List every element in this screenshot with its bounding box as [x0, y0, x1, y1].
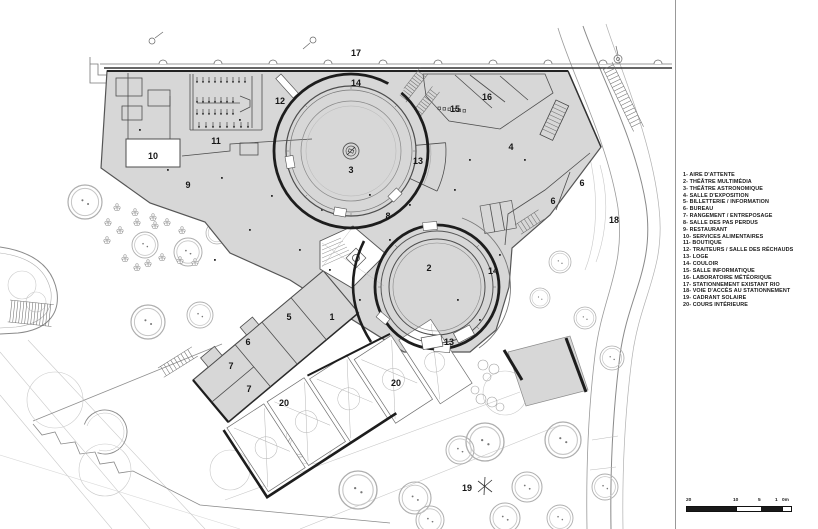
courtyards — [222, 318, 473, 499]
label-18: 18 — [609, 215, 619, 225]
stairs-garden — [157, 346, 198, 378]
scale-bar-graphic — [686, 506, 792, 512]
label-20-mid: 20 — [391, 378, 401, 388]
theatre-astronomique — [272, 72, 430, 230]
legend-item: 8- SALLE DES PAS PERDUS — [683, 219, 758, 226]
label-6-ne-upper: 6 — [579, 178, 584, 188]
theatre3-doors — [284, 155, 403, 218]
label-8: 8 — [385, 211, 390, 221]
label-7-upper: 7 — [228, 361, 233, 371]
building-footprint — [100, 70, 602, 423]
stairs-se — [514, 209, 545, 235]
legend-item: 14- COULOIR — [683, 260, 719, 267]
south-wing — [192, 269, 360, 423]
scale-label: 0m — [782, 498, 789, 503]
theatre-multimedia — [351, 217, 511, 354]
label-19: 19 — [462, 483, 472, 493]
ring-ticks2 — [378, 228, 496, 330]
loge-boxes — [420, 324, 476, 351]
label-10: 10 — [148, 151, 158, 161]
parking-edge — [89, 31, 672, 84]
legend-item: 15- SALLE INFORMATIQUE — [683, 267, 755, 274]
label-17: 17 — [351, 48, 361, 58]
stairs-road — [601, 61, 644, 132]
legend-item: 2- THÉÂTRE MULTIMÉDIA — [683, 178, 752, 185]
ramp — [502, 335, 589, 407]
computer-row — [437, 106, 466, 113]
label-13-upper: 13 — [413, 156, 423, 166]
scale-label: 10 — [733, 498, 739, 503]
site-landscape — [0, 23, 661, 529]
interior-walls — [127, 61, 644, 378]
room-labels: 17 14 12 3 15 16 4 13 10 11 9 6 6 18 8 2… — [148, 48, 619, 493]
label-11: 11 — [211, 136, 221, 146]
legend: 1- AIRE D'ATTENTE 2- THÉÂTRE MULTIMÉDIA … — [683, 172, 815, 309]
adjacent-building — [0, 246, 58, 335]
legend-item: 11- BOUTIQUE — [683, 240, 722, 247]
label-15: 15 — [450, 104, 460, 114]
shelving-racks — [195, 76, 251, 128]
room-10-box — [125, 138, 181, 168]
legend-item: 7- RANGEMENT / ENTREPOSAGE — [683, 213, 773, 220]
label-14-top: 14 — [351, 78, 361, 88]
legend-item: 19- CADRANT SOLAIRE — [683, 295, 747, 302]
room-white-1 — [115, 77, 143, 97]
label-14-right: 14 — [488, 266, 498, 276]
label-2: 2 — [426, 263, 431, 273]
column-dots — [139, 119, 526, 321]
scale-bar: 20 10 5 1 0m — [686, 498, 794, 516]
stairs-ne-2 — [413, 86, 440, 116]
small-rooms-se — [479, 200, 517, 234]
label-13-lower: 13 — [444, 337, 454, 347]
legend-item: 13- LOGE — [683, 254, 709, 261]
legend-item: 18- VOIE D'ACCÈS AU STATIONNEMENT — [683, 288, 791, 295]
label-12: 12 — [275, 96, 285, 106]
stairs-ne-corner — [539, 99, 570, 141]
label-16: 16 — [482, 92, 492, 102]
room-white-3 — [121, 105, 143, 121]
legend-item: 16- LABORATOIRE MÉTÉORIQUE — [683, 274, 772, 281]
legend-item: 3- THÉÂTRE ASTRONOMIQUE — [683, 185, 763, 192]
legend-item: 4- SALLE D'EXPOSITION — [683, 192, 749, 199]
stairs-ne-1 — [397, 67, 429, 103]
projector-icon — [342, 142, 360, 160]
property-line — [32, 423, 391, 524]
label-1: 1 — [329, 312, 334, 322]
courtyard-heavy-wall — [222, 412, 398, 499]
scale-label: 20 — [686, 498, 692, 503]
legend-divider — [675, 0, 676, 529]
label-7-lower: 7 — [246, 384, 251, 394]
arc-planter — [83, 409, 128, 455]
legend-item: 1- AIRE D'ATTENTE — [683, 172, 735, 178]
walkway-line — [32, 343, 223, 422]
ne-block — [422, 73, 554, 130]
access-road — [557, 23, 661, 529]
scale-label: 5 — [758, 498, 761, 503]
label-20-left: 20 — [279, 398, 289, 408]
label-5: 5 — [286, 312, 291, 322]
survey-marker-icon — [148, 31, 623, 64]
legend-item: 12- TRAITEURS / SALLE DES RÉCHAUDS — [683, 247, 794, 254]
label-6-ne-lower: 6 — [550, 196, 555, 206]
theatre2-doors — [375, 221, 451, 354]
column-bumps — [158, 59, 663, 65]
legend-item: 6- BUREAU — [683, 206, 714, 213]
sundial-icon — [477, 476, 493, 496]
label-9: 9 — [185, 180, 190, 190]
legend-item: 9- RESTAURANT — [683, 226, 728, 233]
label-4: 4 — [508, 142, 513, 152]
legend-item: 5- BILLETTERIE / INFORMATION — [683, 199, 769, 206]
legend-item: 20- COURS INTÉRIEURE — [683, 302, 748, 309]
label-6-wing: 6 — [245, 337, 250, 347]
label-3: 3 — [348, 165, 353, 175]
legend-item: 17- STATIONNEMENT EXISTANT RIO — [683, 281, 780, 288]
loge-room — [409, 142, 447, 192]
scale-label: 1 — [775, 498, 778, 503]
legend-item: 10- SERVICES ALIMENTAIRES — [683, 233, 764, 240]
